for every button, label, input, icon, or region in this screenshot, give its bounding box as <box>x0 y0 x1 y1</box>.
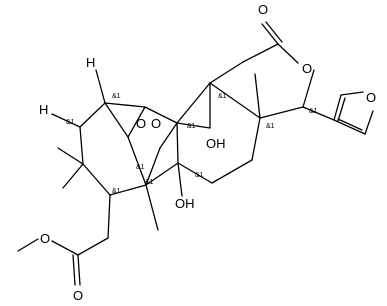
stereo-label: &1 <box>266 123 275 130</box>
stereo-label: &1 <box>136 164 145 171</box>
stereo-label: &1 <box>187 123 196 130</box>
stereo-label: &1 <box>195 172 204 179</box>
stereo-label: &1 <box>218 93 227 100</box>
atom-label-hydroxyl-lower: OH <box>175 196 195 211</box>
stereo-label: &1 <box>66 119 75 126</box>
atom-label-ring-o: O <box>302 61 312 76</box>
atom-label-carbonyl-o-top: O <box>258 2 268 17</box>
atom-label-h-top: H <box>86 55 95 70</box>
stereo-label: &1 <box>112 93 121 100</box>
stereo-label: &1 <box>145 179 154 186</box>
atom-labels: O O O O O OH OH O O H H &1 &1 &1 &1 &1 &… <box>39 2 376 303</box>
stereo-label: &1 <box>112 188 121 195</box>
bond-lines <box>17 21 374 286</box>
atom-label-bridge-o-left: O <box>136 116 146 131</box>
atom-label-furan-o: O <box>366 90 376 105</box>
atom-label-ester-carbonyl-o: O <box>73 288 83 303</box>
atom-label-h-left: H <box>39 102 48 117</box>
atom-label-hydroxyl-upper: OH <box>206 136 226 151</box>
atom-label-ester-o: O <box>40 231 50 246</box>
stereo-label: &1 <box>309 108 318 115</box>
atom-label-bridge-o-right: O <box>151 116 161 131</box>
